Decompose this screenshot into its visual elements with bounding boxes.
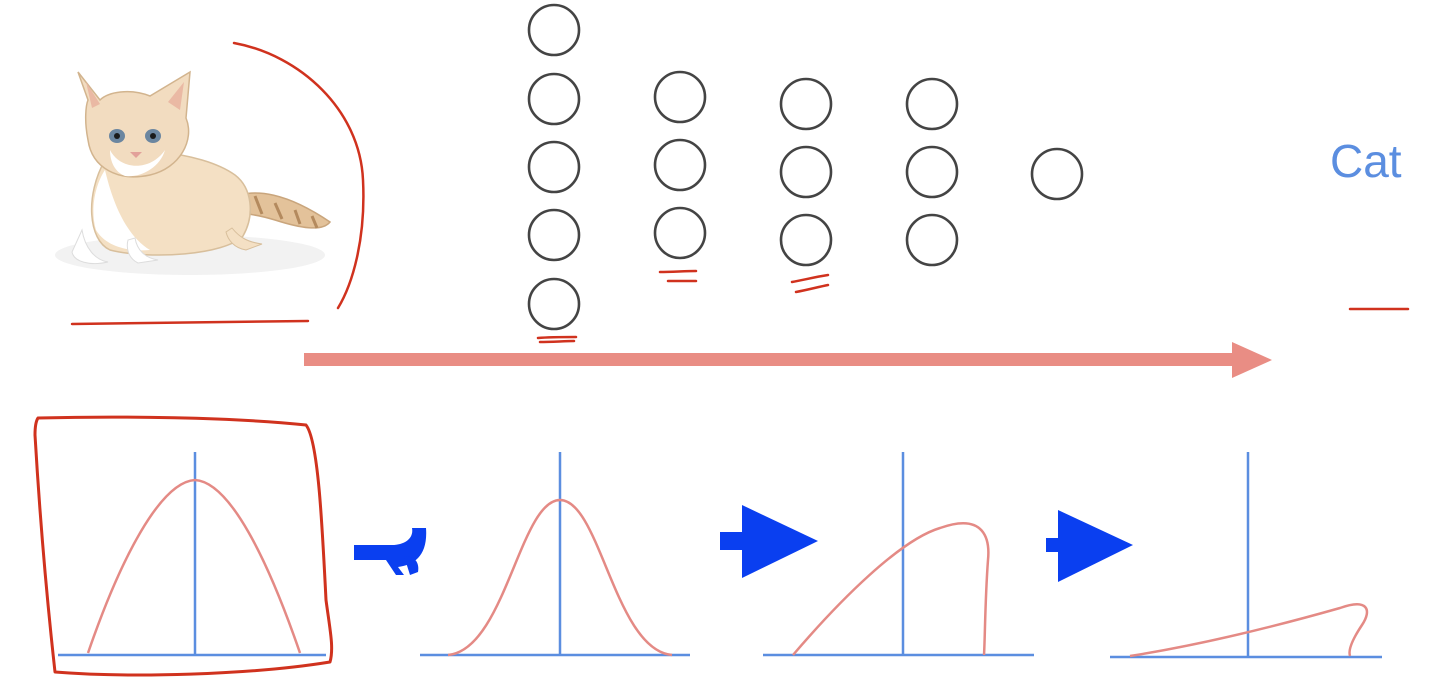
neuron (779, 213, 833, 267)
distribution-plot-2 (420, 452, 690, 657)
curve (447, 498, 673, 657)
arrow-head-icon (1058, 510, 1133, 582)
neuron (653, 206, 707, 260)
image-annotation (70, 41, 365, 326)
step-arrow-3 (1046, 510, 1133, 582)
neuron (905, 213, 959, 267)
neuron (905, 77, 959, 131)
arrow-shaft (720, 532, 748, 550)
neuron (779, 145, 833, 199)
step-arrow-1 (354, 528, 427, 575)
curve (1129, 603, 1369, 658)
neuron (527, 140, 581, 194)
layer-mark-input (536, 335, 578, 340)
layer-mark-hidden-2b (794, 283, 830, 294)
layer-mark-hidden-1a (658, 269, 698, 274)
step-arrow-2 (720, 505, 818, 578)
flow-arrow (304, 342, 1272, 378)
neuron (653, 70, 707, 124)
neuron (527, 208, 581, 262)
curve (792, 522, 990, 656)
image-bracket-mark (232, 41, 365, 310)
distribution-plot-1 (33, 415, 334, 677)
layer-mark-input-2 (538, 339, 576, 344)
neuron (527, 3, 581, 57)
neuron (653, 138, 707, 192)
distribution-plot-3 (763, 452, 1034, 657)
input-layer (527, 3, 581, 331)
output-layer (1030, 147, 1084, 201)
image-underline-mark (70, 319, 310, 326)
network (527, 3, 1084, 331)
neuron (527, 277, 581, 331)
neuron (527, 72, 581, 126)
arrow-head-icon (742, 505, 818, 578)
output-label: Cat (1330, 135, 1402, 187)
hidden-layer-2 (779, 77, 833, 267)
layer-mark-hidden-2a (790, 273, 830, 284)
layer-marks (536, 269, 1410, 344)
kitten-image (55, 70, 332, 275)
neuron (1030, 147, 1084, 201)
distribution-plot-4 (1110, 452, 1382, 659)
neuron (779, 77, 833, 131)
highlight-box (33, 415, 334, 677)
hidden-layer-3 (905, 77, 959, 267)
neuron (905, 145, 959, 199)
hidden-layer-1 (653, 70, 707, 260)
curve (86, 478, 302, 654)
